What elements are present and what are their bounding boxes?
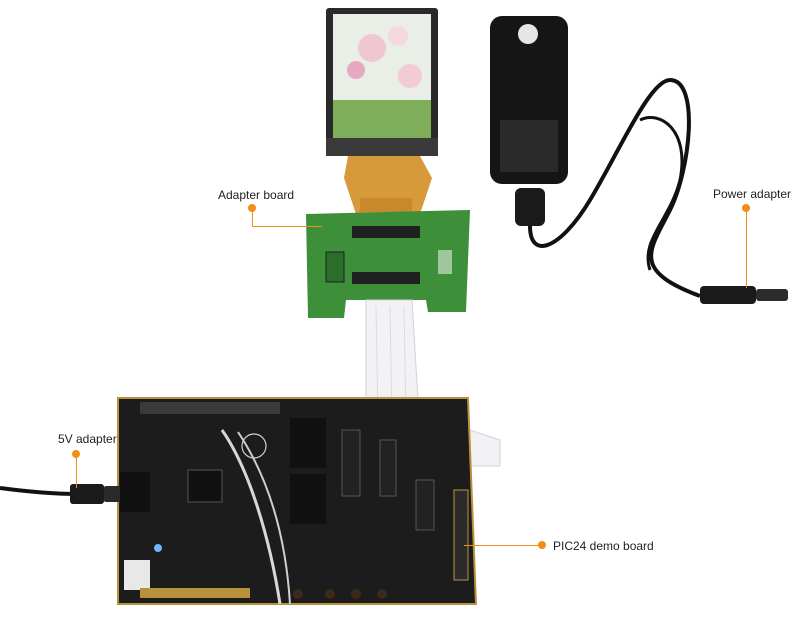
five-v-adapter xyxy=(0,472,150,512)
tft-display-module xyxy=(326,8,438,156)
adapter-board-callout-line-h xyxy=(252,226,322,227)
pic24-demo-board-callout-line xyxy=(464,545,540,546)
five-v-adapter-label: 5V adapter xyxy=(58,432,117,446)
pic24-demo-board-callout-dot xyxy=(538,541,546,549)
adapter-board-callout-line-v xyxy=(252,208,253,226)
flex-cable-orange xyxy=(344,156,432,214)
adapter-board-label: Adapter board xyxy=(218,188,295,202)
five-v-adapter-callout-line xyxy=(76,454,77,488)
power-adapter-label: Power adapter xyxy=(713,187,792,201)
pic24-demo-board xyxy=(117,397,478,605)
power-adapter xyxy=(490,16,788,304)
pic24-demo-board-label: PIC24 demo board xyxy=(553,539,654,553)
adapter-board xyxy=(306,210,470,318)
power-adapter-callout-line xyxy=(746,208,747,288)
